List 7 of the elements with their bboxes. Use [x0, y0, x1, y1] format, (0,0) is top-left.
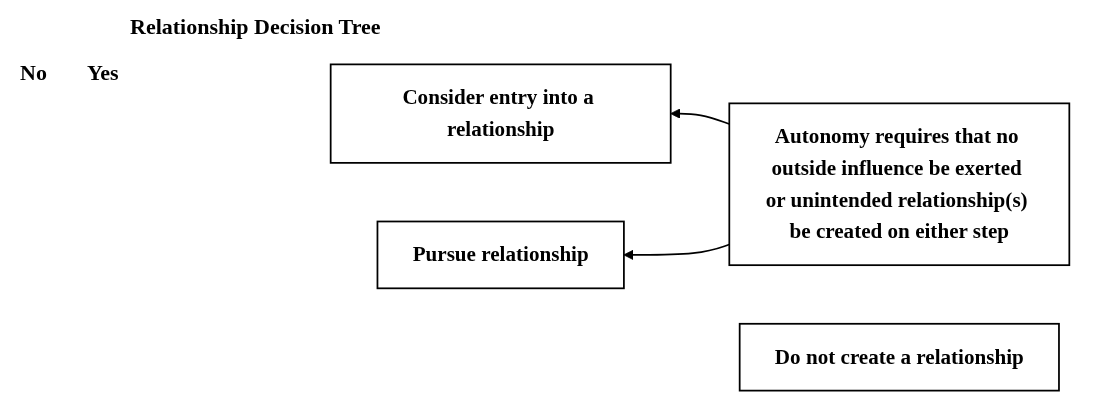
diagram-title: Relationship Decision Tree: [130, 14, 381, 40]
node-box: Consider entry into a relationship: [329, 63, 672, 164]
branch-label: No: [20, 60, 47, 86]
node-box: Autonomy requires that no outside influence be exerted or unintended relationship(s) be created on either step: [728, 102, 1071, 267]
node-box: Pursue relationship: [376, 220, 625, 290]
branch-label: Yes: [86, 60, 119, 86]
node-box: Do not create a relationship: [738, 322, 1060, 392]
